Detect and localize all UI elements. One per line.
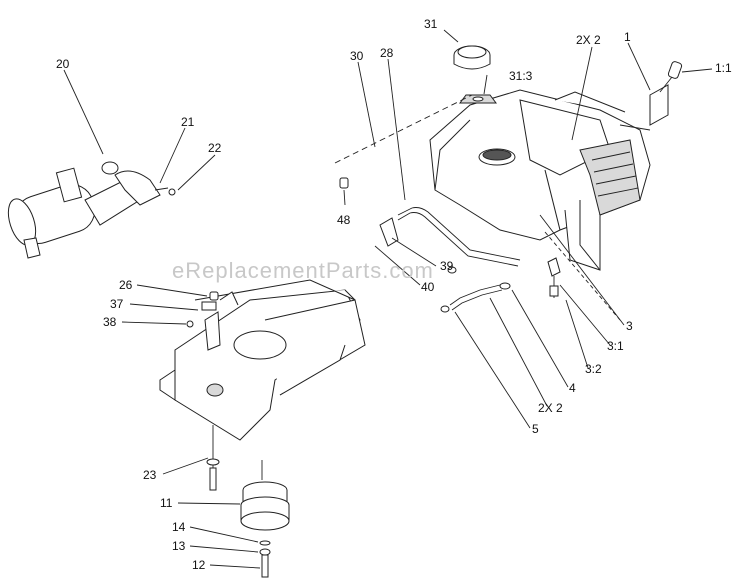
callout-38: 38	[103, 315, 117, 329]
callout-22: 22	[208, 141, 222, 155]
callout-3-1: 3:1	[607, 339, 624, 353]
watermark-text: eReplacementParts.com	[172, 258, 434, 283]
callout-1: 1	[624, 30, 631, 44]
callout-11: 11	[160, 496, 173, 510]
callout-21: 21	[181, 115, 195, 129]
fuel-line	[339, 177, 561, 313]
callout-12: 12	[192, 558, 206, 572]
shutoff-valve	[649, 61, 683, 126]
callout-39: 39	[440, 259, 454, 273]
muffler-assembly	[7, 161, 176, 259]
fuel-tank	[429, 89, 651, 271]
chassis-plate	[159, 279, 366, 441]
fuel-cap	[453, 45, 497, 104]
callout-30: 30	[350, 49, 364, 63]
callout-4: 4	[569, 381, 576, 395]
callout-40: 40	[421, 280, 435, 294]
callout-3: 3	[626, 319, 633, 333]
callout-28: 28	[380, 46, 394, 60]
chassis-hardware	[186, 291, 219, 328]
callout-2x2-top: 2X 2	[576, 33, 601, 47]
callout-23: 23	[143, 468, 157, 482]
callout-48: 48	[337, 213, 351, 227]
callout-31: 31	[424, 17, 438, 31]
callout-3-2: 3:2	[585, 362, 602, 376]
callout-31-3: 31:3	[509, 69, 533, 83]
callout-37: 37	[110, 297, 124, 311]
callout-2x2-bottom: 2X 2	[538, 401, 563, 415]
callout-5: 5	[532, 422, 539, 436]
leader-lines	[63, 29, 713, 569]
callout-13: 13	[172, 539, 186, 553]
callout-26: 26	[119, 278, 133, 292]
callout-14: 14	[172, 520, 186, 534]
callout-1-1: 1:1	[715, 61, 732, 75]
valve-reference-line	[544, 231, 621, 321]
reference-line	[334, 94, 473, 164]
callout-labels: 20 21 22 26 37 38 23 11 14 13 12 30 28 3…	[56, 17, 732, 572]
callout-20: 20	[56, 57, 70, 71]
pulley-stack	[206, 425, 290, 578]
